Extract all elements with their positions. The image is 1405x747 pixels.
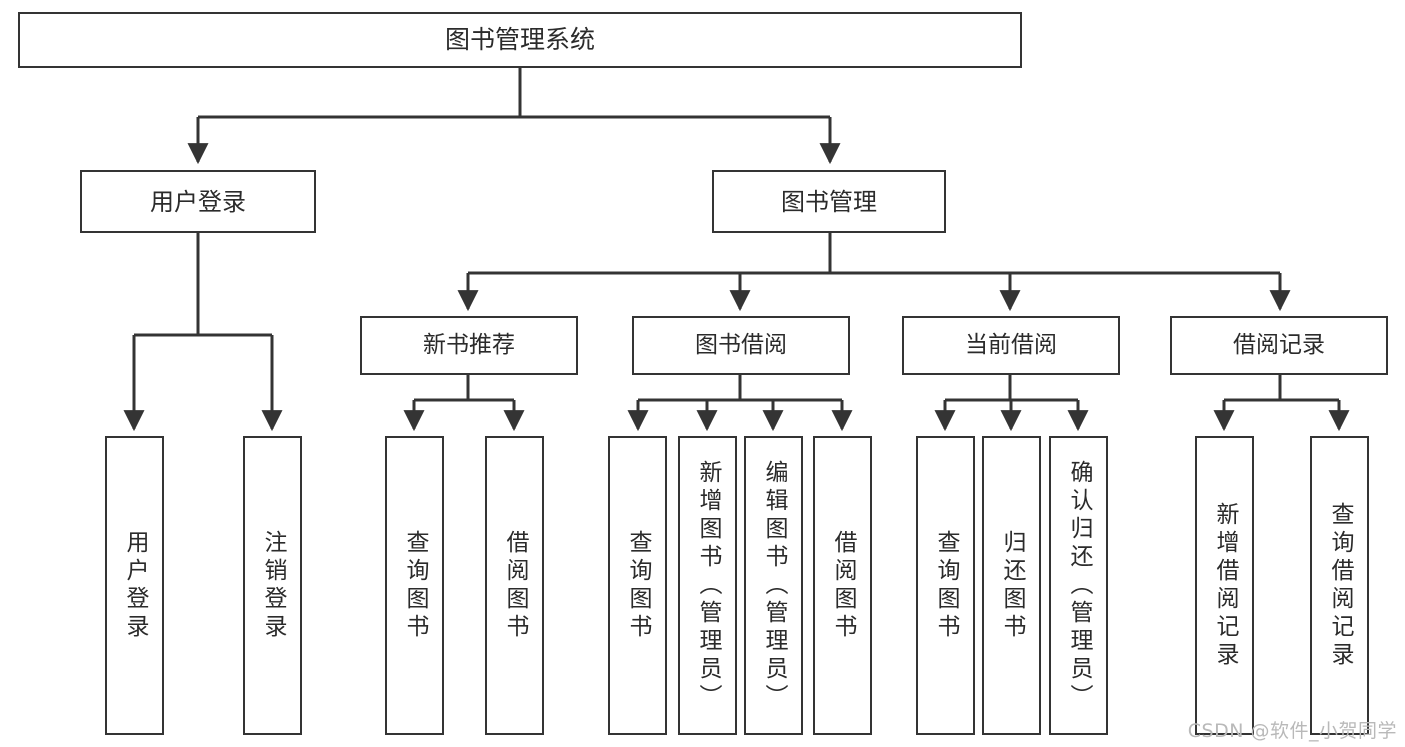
node-label: 用户登录 — [150, 187, 246, 216]
node-label: 当前借阅 — [965, 332, 1057, 359]
node-label: 借阅图书 — [502, 529, 528, 642]
node-label: 图书借阅 — [695, 332, 787, 359]
node-book-management[interactable]: 图书管理 — [712, 170, 946, 233]
node-label: 归还图书 — [999, 529, 1025, 642]
leaf-recommend-query-book[interactable]: 查询图书 — [385, 436, 444, 735]
node-book-borrow[interactable]: 图书借阅 — [632, 316, 850, 375]
node-label: 借阅记录 — [1233, 332, 1325, 359]
leaf-record-query-record[interactable]: 查询借阅记录 — [1310, 436, 1369, 735]
node-label: 用户登录 — [122, 529, 148, 642]
node-new-book-recommend[interactable]: 新书推荐 — [360, 316, 578, 375]
node-label: 编辑图书（管理员） — [761, 459, 787, 712]
node-label: 查询借阅记录 — [1327, 501, 1353, 670]
node-label: 查询图书 — [933, 529, 959, 642]
node-label: 注销登录 — [260, 529, 286, 642]
leaf-borrow-query-book[interactable]: 查询图书 — [608, 436, 667, 735]
leaf-user-login-login[interactable]: 用户登录 — [105, 436, 164, 735]
node-label: 新书推荐 — [423, 332, 515, 359]
node-label: 确认归还（管理员） — [1066, 459, 1092, 712]
node-borrow-record[interactable]: 借阅记录 — [1170, 316, 1388, 375]
leaf-record-add-record[interactable]: 新增借阅记录 — [1195, 436, 1254, 735]
leaf-recommend-borrow-book[interactable]: 借阅图书 — [485, 436, 544, 735]
leaf-borrow-edit-book-admin[interactable]: 编辑图书（管理员） — [744, 436, 803, 735]
node-label: 图书管理系统 — [444, 25, 595, 55]
leaf-borrow-borrow-book[interactable]: 借阅图书 — [813, 436, 872, 735]
node-label: 查询图书 — [402, 529, 428, 642]
leaf-user-login-logout[interactable]: 注销登录 — [243, 436, 302, 735]
leaf-borrow-add-book-admin[interactable]: 新增图书（管理员） — [678, 436, 737, 735]
node-user-login[interactable]: 用户登录 — [80, 170, 316, 233]
node-label: 图书管理 — [781, 187, 877, 216]
node-current-borrow[interactable]: 当前借阅 — [902, 316, 1120, 375]
node-label: 新增借阅记录 — [1212, 501, 1238, 670]
leaf-current-confirm-return-admin[interactable]: 确认归还（管理员） — [1049, 436, 1108, 735]
node-root-system[interactable]: 图书管理系统 — [18, 12, 1022, 68]
leaf-current-query-book[interactable]: 查询图书 — [916, 436, 975, 735]
csdn-watermark: CSDN @软件_小贺同学 — [1187, 720, 1397, 742]
node-label: 借阅图书 — [830, 529, 856, 642]
node-label: 查询图书 — [625, 529, 651, 642]
node-label: 新增图书（管理员） — [695, 459, 721, 712]
leaf-current-return-book[interactable]: 归还图书 — [982, 436, 1041, 735]
